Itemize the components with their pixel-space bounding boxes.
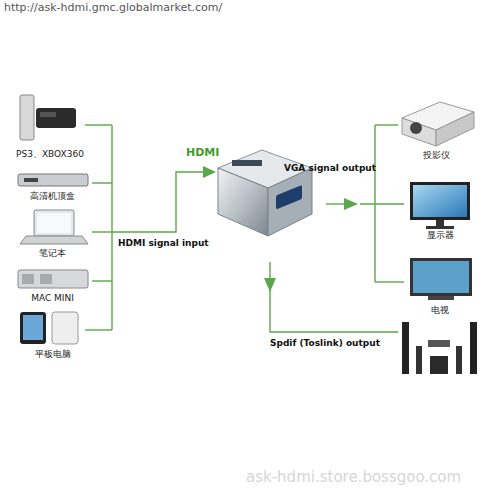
arrow-head [264, 278, 276, 292]
mac-mini-icon [18, 270, 88, 288]
watermark: ask-hdmi.store.bossgoo.com [246, 468, 461, 486]
device-node: 高清机顶盒 [15, 168, 90, 202]
signal-name: HDMI signal input [118, 238, 209, 248]
device-node: MAC MINI [15, 262, 90, 304]
device-node: 笔记本 [15, 205, 90, 259]
monitor-icon [410, 182, 470, 229]
device-label: 投影仪 [385, 150, 487, 161]
device-label: 平板电脑 [5, 349, 100, 360]
device-label: 高清机顶盒 [5, 191, 100, 202]
device-label: 笔记本 [5, 248, 100, 259]
laptop-icon [20, 210, 88, 244]
signal-name: VGA signal output [284, 163, 376, 173]
signal-name: Spdif (Toslink) output [270, 338, 380, 348]
tablet-icon [20, 312, 78, 344]
set-top-box-icon [18, 174, 88, 186]
output-wires [270, 125, 404, 332]
converter-box [218, 150, 312, 236]
watermark: http://ask-hdmi.gmc.globalmarket.com/ [4, 1, 222, 14]
signal-name: HDMI [186, 146, 219, 159]
console-icons [20, 95, 76, 140]
device-node: 投影仪 [395, 95, 477, 161]
tv-icon [410, 258, 472, 300]
device-node: PS3、XBOX360 [15, 92, 85, 160]
projector-icon [402, 102, 474, 146]
arrow-head [203, 166, 216, 178]
device-label: 显示器 [395, 230, 485, 241]
device-label: 电视 [395, 305, 485, 316]
device-label: PS3、XBOX360 [5, 149, 95, 160]
device-node: 电视 [405, 255, 475, 316]
arrow-head [344, 198, 358, 210]
speaker-set-icon [402, 322, 477, 374]
device-label: MAC MINI [5, 293, 100, 304]
device-node: 显示器 [405, 178, 475, 241]
device-node: 平板电脑 [15, 308, 90, 360]
